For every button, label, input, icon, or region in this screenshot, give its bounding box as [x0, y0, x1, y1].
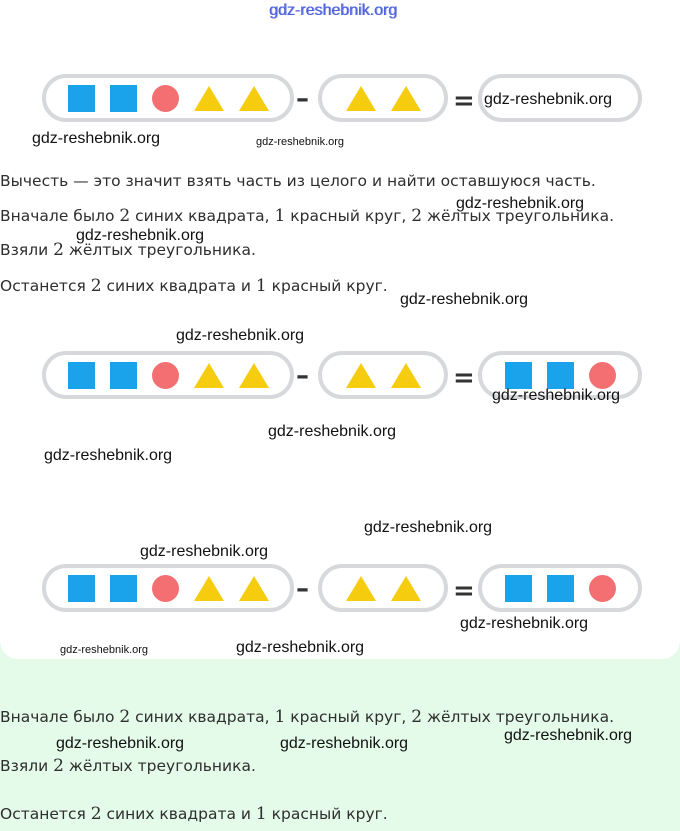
- blue-square-shape: [109, 361, 137, 389]
- minus-sign: –: [296, 574, 309, 604]
- yellow-triangle-shape: [193, 575, 224, 601]
- blue-square-shape: [504, 574, 532, 602]
- difference-box: [478, 74, 642, 122]
- yellow-triangle-shape: [345, 85, 376, 111]
- yellow-triangle-shape: [238, 85, 269, 111]
- red-circle-shape: [588, 361, 616, 389]
- equals-sign: =: [453, 86, 475, 116]
- subtrahend-box: [318, 74, 448, 122]
- answer-line-taken: Взяли 2 жёлтых треугольника.: [0, 756, 256, 776]
- red-circle-shape: [151, 574, 179, 602]
- watermark: gdz-reshebnik.org: [484, 91, 613, 108]
- yellow-triangle-shape: [238, 575, 269, 601]
- watermark: gdz-reshebnik.org: [400, 291, 529, 308]
- watermark: gdz-reshebnik.org: [504, 727, 633, 744]
- watermark: gdz-reshebnik.org: [280, 735, 409, 752]
- blue-square-shape: [504, 361, 532, 389]
- text-line-remaining: Останется 2 синих квадрата и 1 красный к…: [0, 276, 388, 296]
- watermark: gdz-reshebnik.org: [268, 423, 397, 440]
- watermark-link[interactable]: gdz-reshebnik.org: [269, 2, 398, 19]
- subtrahend-box: [318, 564, 448, 612]
- watermark: gdz-reshebnik.org: [176, 327, 305, 344]
- watermark: gdz-reshebnik.org: [140, 543, 269, 560]
- watermark: gdz-reshebnik.org: [460, 615, 589, 632]
- watermark: gdz-reshebnik.org: [56, 735, 185, 752]
- watermark: gdz-reshebnik.org: [256, 136, 345, 148]
- answer-line-remaining: Останется 2 синих квадрата и 1 красный к…: [0, 804, 388, 824]
- red-circle-shape: [151, 84, 179, 112]
- watermark: gdz-reshebnik.org: [236, 639, 365, 656]
- difference-box: [478, 351, 642, 399]
- difference-box: [478, 564, 642, 612]
- yellow-triangle-shape: [345, 362, 376, 388]
- blue-square-shape: [109, 574, 137, 602]
- minuend-box: [42, 74, 294, 122]
- watermark: gdz-reshebnik.org: [364, 519, 493, 536]
- yellow-triangle-shape: [193, 85, 224, 111]
- red-circle-shape: [151, 361, 179, 389]
- minus-sign: –: [296, 84, 309, 114]
- yellow-triangle-shape: [193, 362, 224, 388]
- yellow-triangle-shape: [390, 575, 421, 601]
- blue-square-shape: [67, 361, 95, 389]
- watermark: gdz-reshebnik.org: [456, 195, 585, 212]
- yellow-triangle-shape: [390, 362, 421, 388]
- watermark: gdz-reshebnik.org: [76, 227, 205, 244]
- equals-sign: =: [453, 576, 475, 606]
- equals-sign: =: [453, 363, 475, 393]
- minuend-box: [42, 564, 294, 612]
- yellow-triangle-shape: [390, 85, 421, 111]
- blue-square-shape: [546, 574, 574, 602]
- definition-text: Вычесть — это значит взять часть из цело…: [0, 172, 596, 190]
- blue-square-shape: [67, 84, 95, 112]
- yellow-triangle-shape: [238, 362, 269, 388]
- yellow-triangle-shape: [345, 575, 376, 601]
- watermark: gdz-reshebnik.org: [44, 447, 173, 464]
- minus-sign: –: [296, 361, 309, 391]
- subtrahend-box: [318, 351, 448, 399]
- red-circle-shape: [588, 574, 616, 602]
- watermark: gdz-reshebnik.org: [32, 130, 161, 147]
- text-line-taken: Взяли 2 жёлтых треугольника.: [0, 240, 256, 260]
- blue-square-shape: [546, 361, 574, 389]
- watermark: gdz-reshebnik.org: [492, 387, 621, 404]
- answer-line-start: Вначале было 2 синих квадрата, 1 красный…: [0, 707, 615, 727]
- text-line-start: Вначале было 2 синих квадрата, 1 красный…: [0, 206, 615, 226]
- minuend-box: [42, 351, 294, 399]
- blue-square-shape: [109, 84, 137, 112]
- watermark: gdz-reshebnik.org: [60, 644, 149, 656]
- blue-square-shape: [67, 574, 95, 602]
